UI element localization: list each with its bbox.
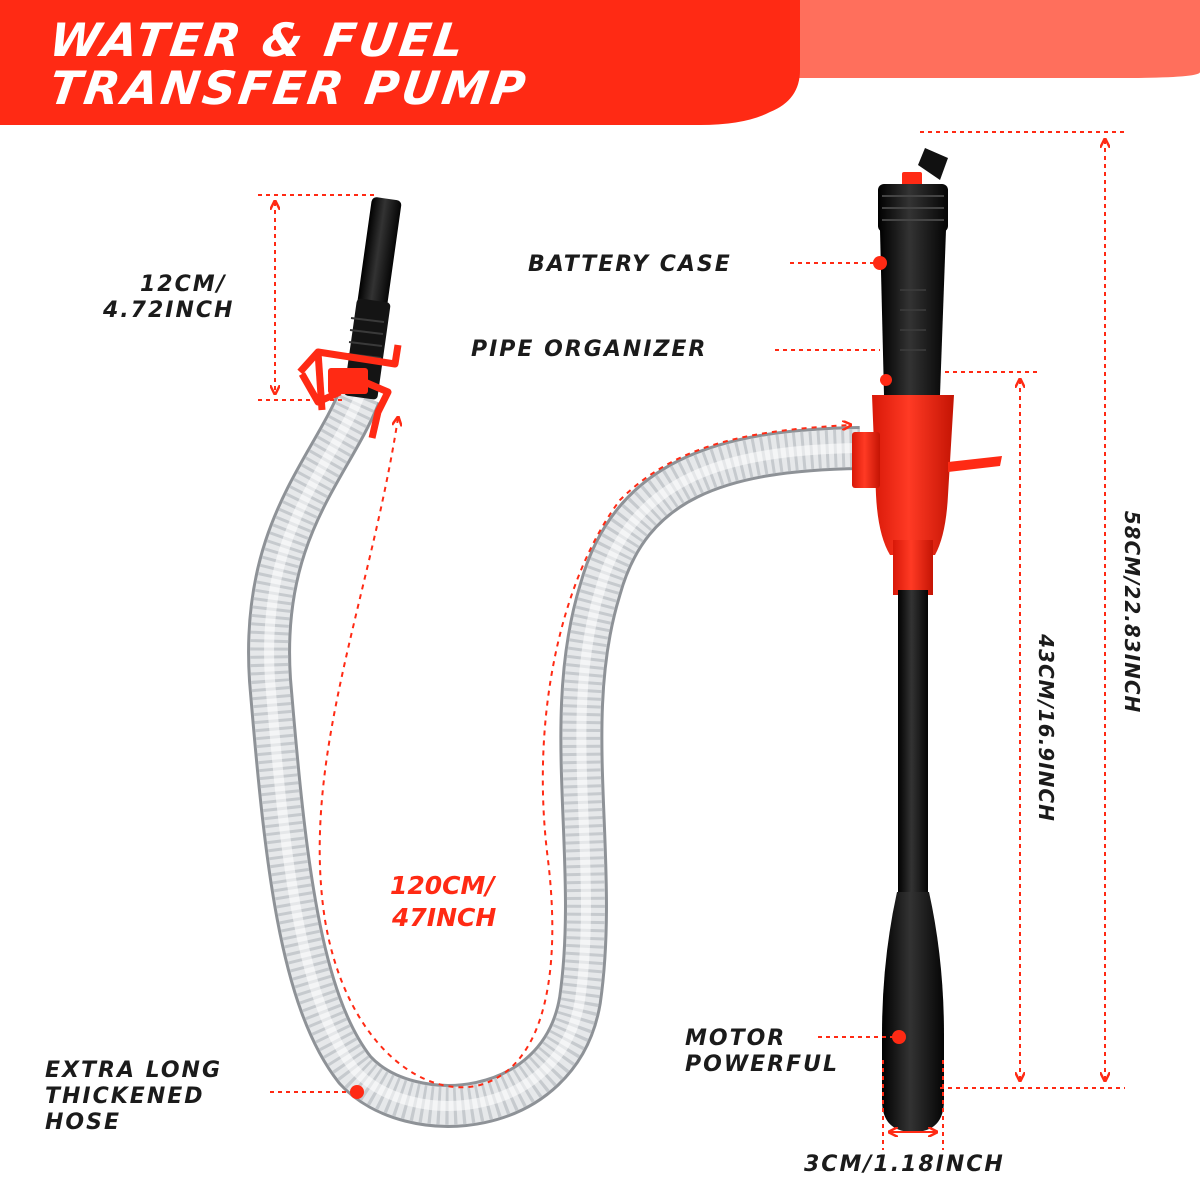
tube-length-label: 43CM/16.9INCH xyxy=(1034,634,1058,822)
nozzle-length-label-line1: 12CM/ xyxy=(140,272,227,297)
hose-length-label-line2: 47INCH xyxy=(392,903,497,932)
hose-length-label-line1: 120CM/ xyxy=(390,871,495,900)
hose xyxy=(247,386,861,1128)
total-length-label: 58CM/22.83INCH xyxy=(1120,510,1144,714)
nozzle-length-label-line2: 4.72INCH xyxy=(103,298,235,323)
pipe-organizer-label: PIPE ORGANIZER xyxy=(471,337,708,362)
callout-dots xyxy=(350,256,906,1099)
pump-body xyxy=(852,148,1002,1132)
nozzle xyxy=(297,197,402,439)
diameter-label: 3CM/1.18INCH xyxy=(804,1152,1005,1177)
hose-clip xyxy=(297,344,402,439)
page-title-line1: WATER & FUEL xyxy=(46,13,470,67)
page-title-line2: TRANSFER PUMP xyxy=(46,61,532,115)
battery-case-label: BATTERY CASE xyxy=(528,252,732,277)
motor-label-line1: MOTOR xyxy=(685,1026,787,1051)
header-banner xyxy=(0,0,1200,125)
hose-description-line3: HOSE xyxy=(45,1110,121,1135)
hose-description-line1: EXTRA LONG xyxy=(45,1058,223,1083)
hose-description-line2: THICKENED xyxy=(45,1084,205,1109)
measurement-guides xyxy=(258,131,1125,1150)
motor-label-line2: POWERFUL xyxy=(685,1052,839,1077)
